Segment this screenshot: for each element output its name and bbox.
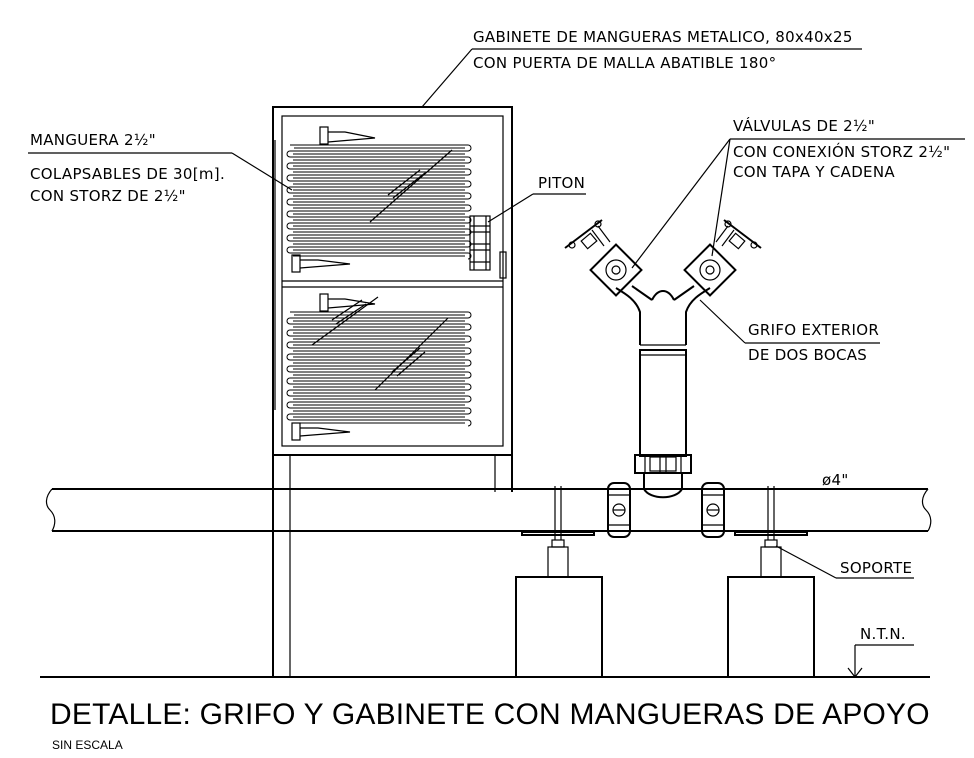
hose-couplings xyxy=(291,126,376,441)
hose-hatch-marks xyxy=(311,149,453,391)
drawing-subtitle: SIN ESCALA xyxy=(52,738,123,752)
upper-hose-coil xyxy=(286,144,472,262)
hose-label-line3: CON STORZ DE 2½" xyxy=(30,187,186,205)
leader-lines xyxy=(28,48,965,678)
piton-label: PITON xyxy=(538,174,585,192)
cabinet-label-line2: CON PUERTA DE MALLA ABATIBLE 180° xyxy=(473,54,776,72)
valve-label-line3: CON TAPA Y CADENA xyxy=(733,163,895,181)
pipe-support-right xyxy=(727,486,815,678)
hose-coil-path xyxy=(286,144,472,260)
cabinet-legs xyxy=(272,455,513,677)
support-label: SOPORTE xyxy=(840,559,912,577)
cabinet-label-line1: GABINETE DE MANGUERAS METALICO, 80x40x25 xyxy=(473,28,853,46)
grifo-label-line1: GRIFO EXTERIOR xyxy=(748,321,879,339)
right-valve xyxy=(683,219,762,297)
pipe-support-left xyxy=(515,486,603,678)
piton-nozzle xyxy=(469,215,491,271)
grifo-label-line2: DE DOS BOCAS xyxy=(748,346,867,364)
valve-label-line2: CON CONEXIÓN STORZ 2½" xyxy=(733,142,950,161)
pipe-diameter-label: ø4" xyxy=(822,471,849,489)
hose-coil-path xyxy=(286,311,472,427)
hydrant-tee-coupling xyxy=(634,454,692,499)
valve-label-line1: VÁLVULAS DE 2½" xyxy=(733,116,875,135)
pipe-flange-left xyxy=(607,482,631,538)
ntn-label: N.T.N. xyxy=(860,625,906,643)
left-valve xyxy=(564,219,643,297)
hose-label-line2: COLAPSABLES DE 30[m]. xyxy=(30,165,225,183)
pipe-flange-right xyxy=(701,482,725,538)
hose-label-line1: MANGUERA 2½" xyxy=(30,131,156,149)
lower-hose-coil xyxy=(286,311,472,429)
main-pipe-4in xyxy=(45,488,932,532)
drawing-title: DETALLE: GRIFO Y GABINETE CON MANGUERAS … xyxy=(50,698,930,731)
hose-cabinet xyxy=(272,106,513,456)
hydrant-body xyxy=(615,285,711,457)
